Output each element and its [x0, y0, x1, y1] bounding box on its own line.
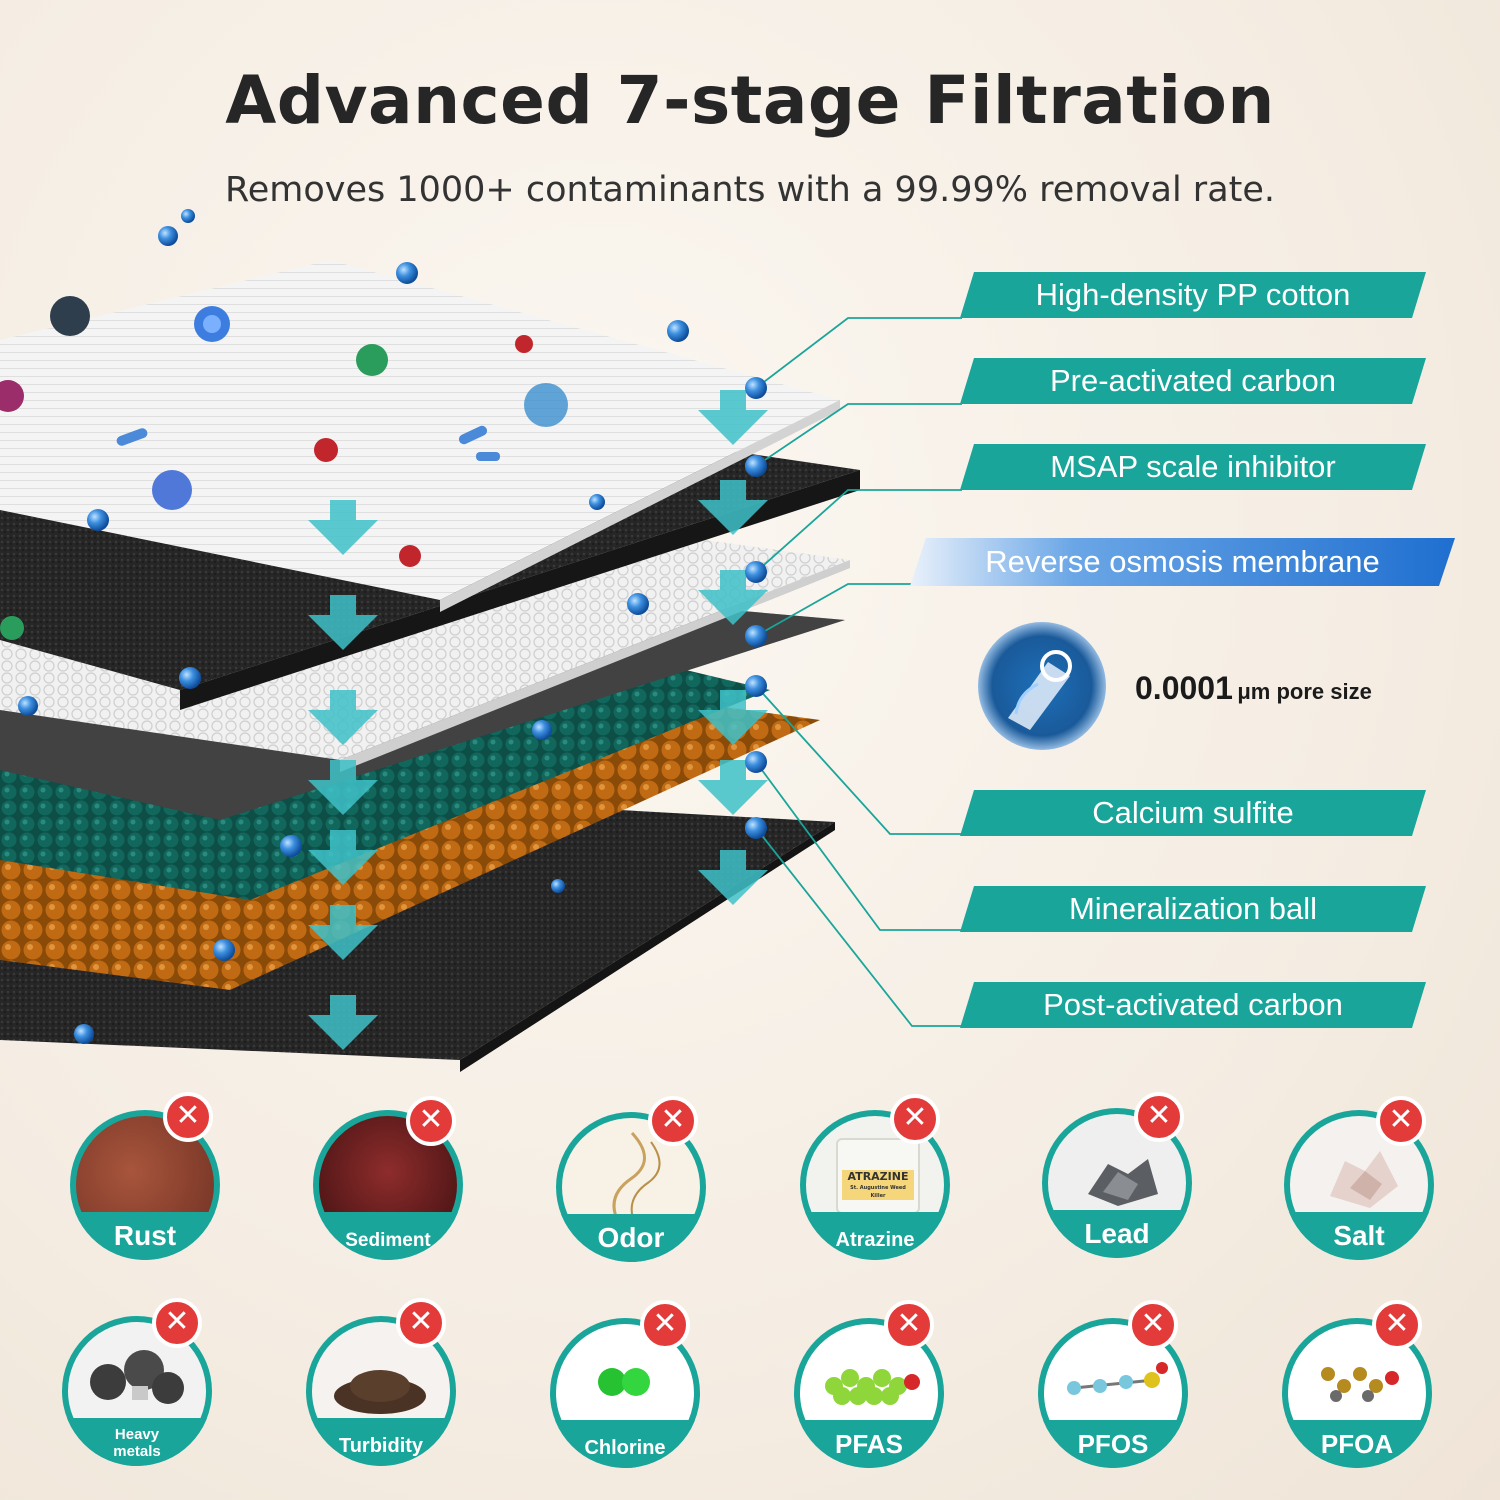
x-mark-icon: ✕ [648, 1096, 698, 1146]
x-mark-icon: ✕ [1128, 1300, 1178, 1350]
leader-dots [745, 377, 767, 839]
stage-tag-pp-cotton: High-density PP cotton [960, 272, 1426, 318]
x-mark-icon: ✕ [163, 1092, 213, 1142]
contaminant-label: Odor [597, 1222, 665, 1253]
contaminant-particles [0, 296, 568, 640]
ro-membrane-icon [978, 622, 1106, 750]
x-mark-icon: ✕ [1134, 1092, 1184, 1142]
atrazine-label-line2: St. Augustine Weed Killer [850, 1185, 906, 1199]
x-mark-icon: ✕ [406, 1096, 456, 1146]
layer-pp-cotton [0, 260, 840, 600]
stage-tag-msap: MSAP scale inhibitor [960, 444, 1426, 490]
filter-layers-illustration [0, 209, 962, 1072]
contaminant-label: Chlorine [584, 1437, 666, 1459]
stage-tag-mineralization-ball: Mineralization ball [960, 886, 1426, 932]
x-mark-icon: ✕ [152, 1298, 202, 1348]
contaminant-rust: Rust [70, 1110, 220, 1260]
stage-tag-pre-activated-carbon: Pre-activated carbon [960, 358, 1426, 404]
contaminant-label: Atrazine [835, 1229, 915, 1251]
contaminant-label: Lead [1084, 1218, 1150, 1249]
stage-tag-reverse-osmosis: Reverse osmosis membrane [910, 538, 1455, 586]
x-mark-icon: ✕ [884, 1300, 934, 1350]
contaminant-label: Salt [1333, 1220, 1385, 1251]
contaminant-label: Turbidity [338, 1435, 424, 1457]
contaminant-label: Sediment [345, 1230, 431, 1251]
flow-arrows [308, 390, 768, 1050]
x-mark-icon: ✕ [640, 1300, 690, 1350]
water-droplets [18, 209, 689, 1044]
contaminant-label: Heavy metals [113, 1426, 161, 1460]
stage-tag-post-activated-carbon: Post-activated carbon [960, 982, 1426, 1028]
contaminant-label: Rust [113, 1220, 177, 1251]
atrazine-label-line1: ATRAZINE [847, 1170, 909, 1183]
leader-lines [755, 317, 962, 1027]
x-mark-icon: ✕ [1372, 1300, 1422, 1350]
contaminant-label: PFOA [1320, 1429, 1394, 1459]
x-mark-icon: ✕ [396, 1298, 446, 1348]
contaminant-label: PFOS [1077, 1429, 1149, 1459]
page-subtitle: Removes 1000+ contaminants with a 99.99%… [224, 170, 1276, 210]
stage-tag-calcium-sulfite: Calcium sulfite [960, 790, 1426, 836]
x-mark-icon: ✕ [1376, 1096, 1426, 1146]
pore-size-unit: μm pore size [1237, 679, 1372, 704]
x-mark-icon: ✕ [890, 1094, 940, 1144]
pore-size: 0.0001 μm pore size [1135, 670, 1372, 707]
contaminant-label: PFAS [835, 1429, 903, 1459]
pore-size-value: 0.0001 [1135, 670, 1233, 706]
page-title: Advanced 7-stage Filtration [225, 62, 1275, 139]
